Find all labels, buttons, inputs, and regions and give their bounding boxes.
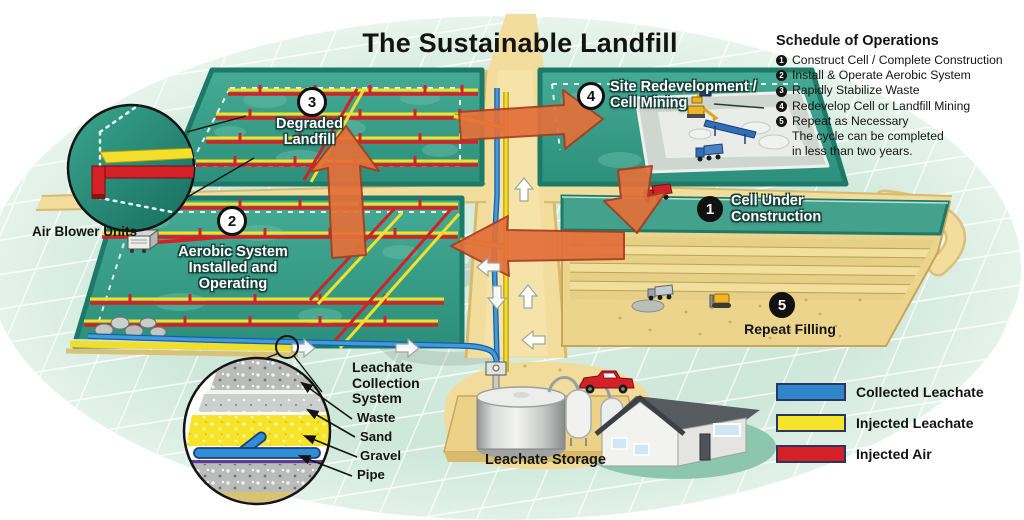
layer-label-pipe: Pipe [357, 467, 385, 482]
schedule-of-operations: Schedule of Operations 1 Construct Cell … [776, 33, 1024, 159]
crane-icon [691, 83, 712, 104]
cycle-arrows [309, 89, 667, 277]
schedule-note: in less than two years. [792, 144, 913, 159]
legend-label: Injected Air [856, 446, 932, 462]
schedule-note: The cycle can be completed [792, 129, 944, 144]
step-number-badge: 3 [776, 85, 787, 97]
mining-pit [634, 83, 830, 174]
step-number-badge: 2 [776, 70, 787, 82]
cell-redevelopment [537, 67, 849, 187]
house-icon [594, 395, 760, 467]
schedule-item: 5 Repeat as Necessary [776, 114, 1024, 129]
injection-pipes-cell2 [84, 199, 461, 349]
schedule-item-text: Repeat as Necessary [792, 113, 909, 128]
legend-swatch-injected-leachate [776, 414, 846, 432]
step-number-badge: 4 [776, 100, 787, 112]
cycle-arrow-left-icon [450, 215, 625, 277]
legend-swatch-collected-leachate [776, 383, 846, 401]
legend-label: Collected Leachate [856, 384, 984, 400]
step-number-badge: 5 [776, 115, 787, 127]
schedule-item-text: Rapidly Stabilize Waste [792, 83, 920, 98]
collection-system-heading: Leachate Collection System [352, 359, 420, 406]
schedule-item: 2 Install & Operate Aerobic System [776, 68, 1024, 83]
stage4-leader-line [713, 103, 765, 109]
meter-icon [485, 361, 507, 390]
legend-row: Injected Leachate [776, 414, 984, 432]
layer-label-waste: Waste [357, 410, 396, 425]
cycle-arrow-up-icon [309, 125, 380, 259]
pipe-detail-callout [66, 103, 255, 233]
layer-label-sand: Sand [360, 429, 393, 444]
stage-1-label: Cell Under Construction [731, 193, 822, 225]
conveyor-icon [703, 119, 757, 144]
schedule-item-text: Install & Operate Aerobic System [792, 68, 971, 83]
cycle-arrow-down-icon [603, 165, 667, 234]
legend-swatch-injected-air [776, 445, 846, 463]
stage-2-label: Aerobic System Installed and Operating [178, 244, 288, 292]
schedule-item: 3 Rapidly Stabilize Waste [776, 83, 1024, 98]
schedule-item: 1 Construct Cell / Complete Construction [776, 53, 1024, 68]
legend-label: Injected Leachate [856, 415, 974, 431]
legend: Collected Leachate Injected Leachate Inj… [776, 383, 984, 476]
storage-tank-icon [476, 386, 566, 459]
schedule-heading: Schedule of Operations [776, 33, 939, 49]
pickup-truck-icon [579, 370, 635, 394]
mining-truck-icon [695, 143, 724, 162]
stage-5-badge: 5 [769, 292, 795, 318]
cell-under-construction [560, 183, 952, 347]
stage-2-badge: 2 [217, 206, 247, 236]
page-title: The Sustainable Landfill [362, 28, 678, 58]
schedule-item-text: Redevelop Cell or Landfill Mining [792, 98, 971, 113]
layer-label-gravel: Gravel [360, 448, 402, 463]
stage-4-badge: 4 [577, 82, 605, 110]
cycle-arrow-right-icon [458, 89, 604, 150]
legend-row: Injected Air [776, 445, 984, 463]
schedule-item: 4 Redevelop Cell or Landfill Mining [776, 99, 1024, 114]
haul-truck-icon [647, 284, 674, 301]
bulldozer-icon [709, 293, 731, 308]
stage-3-badge: 3 [297, 87, 327, 117]
stage-5-label: Repeat Filling [744, 321, 836, 337]
stage-1-badge: 1 [697, 196, 723, 222]
stage-3-label: Degraded Landfill [276, 116, 343, 148]
stage-4-label: Site Redevelopment / Cell Mining [610, 79, 757, 111]
leachate-storage-facility [443, 361, 645, 462]
air-blower-label: Air Blower Units [32, 224, 138, 239]
rock-pile-icon [94, 316, 167, 338]
legend-row: Collected Leachate [776, 383, 984, 401]
schedule-item-text: Construct Cell / Complete Construction [792, 53, 1003, 67]
step-number-badge: 1 [776, 55, 787, 67]
excavator-icon [687, 105, 719, 122]
leachate-storage-label: Leachate Storage [485, 452, 606, 468]
air-blower-icon [126, 229, 236, 253]
layer-leader-lines [297, 381, 358, 477]
